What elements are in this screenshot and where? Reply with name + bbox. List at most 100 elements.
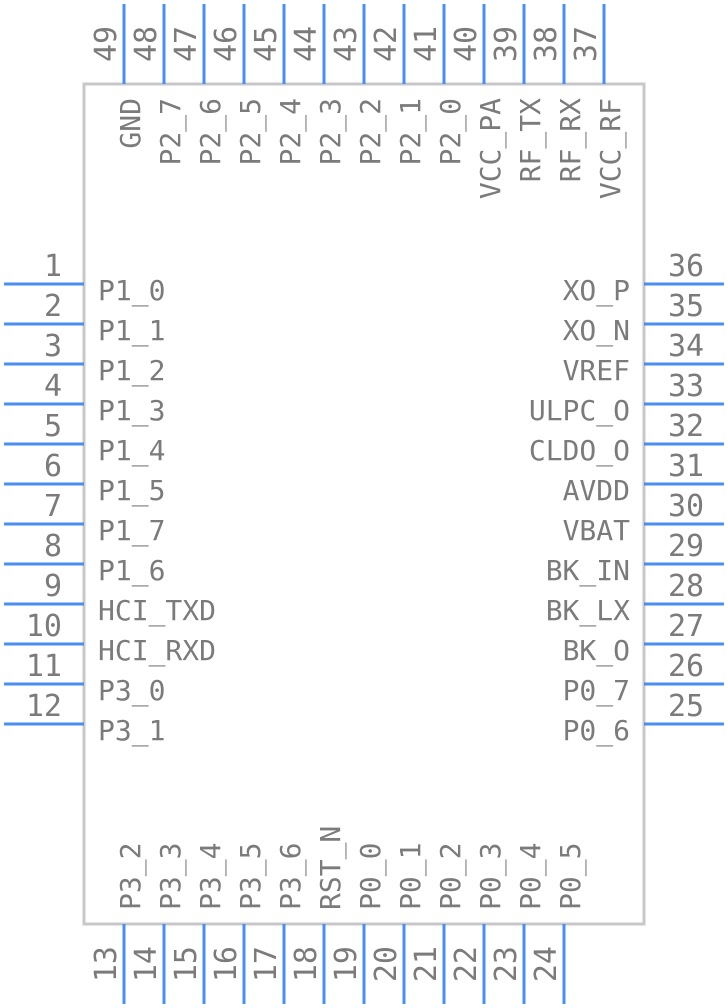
pin-number-31: 31	[668, 449, 704, 484]
pin-label-32: CLDO_O	[529, 434, 630, 468]
ic-body-outline	[82, 82, 646, 926]
pin-number-16: 16	[209, 946, 244, 982]
pin-number-10: 10	[26, 609, 62, 644]
pin-number-35: 35	[668, 289, 704, 324]
pin-label-46: P2_5	[234, 98, 268, 165]
pin-label-1: P1_0	[98, 274, 165, 308]
pin-number-36: 36	[668, 249, 704, 284]
pin-label-35: XO_N	[563, 314, 630, 348]
pin-label-17: P3_6	[274, 843, 308, 910]
pin-number-4: 4	[44, 369, 62, 404]
pin-label-9: HCI_TXD	[98, 594, 216, 628]
pin-label-39: RF_TX	[514, 98, 548, 182]
pin-label-43: P2_2	[354, 98, 388, 165]
pin-number-49: 49	[89, 26, 124, 62]
pin-label-36: XO_P	[563, 274, 630, 308]
bottom-pin-group: 13 P3_2 14 P3_3 15 P3_4 16 P3_5 17 P3_6 18 RST_N 19 P…	[89, 826, 588, 1004]
pin-number-44: 44	[289, 26, 324, 62]
pin-label-28: BK_LX	[546, 594, 630, 628]
pin-label-23: P0_4	[514, 843, 548, 910]
pin-number-47: 47	[169, 26, 204, 62]
pin-number-34: 34	[668, 329, 704, 364]
pin-number-46: 46	[209, 26, 244, 62]
pin-label-27: BK_O	[563, 634, 630, 668]
pin-number-25: 25	[668, 689, 704, 724]
pin-label-48: P2_7	[154, 98, 188, 165]
pin-label-45: P2_4	[274, 98, 308, 165]
pin-number-3: 3	[44, 329, 62, 364]
pin-label-20: P0_1	[394, 843, 428, 910]
pin-label-10: HCI_RXD	[98, 634, 216, 668]
pin-number-41: 41	[409, 26, 444, 62]
pin-label-3: P1_2	[98, 354, 165, 388]
pin-number-7: 7	[44, 489, 62, 524]
pin-number-29: 29	[668, 529, 704, 564]
pin-label-5: P1_4	[98, 434, 165, 468]
pin-label-40: VCC_PA	[474, 98, 508, 199]
pin-number-21: 21	[409, 946, 444, 982]
pin-number-39: 39	[489, 26, 524, 62]
pin-label-15: P3_4	[194, 843, 228, 910]
pin-label-34: VREF	[563, 354, 630, 387]
pin-number-11: 11	[26, 649, 62, 684]
pin-label-42: P2_1	[394, 98, 428, 165]
pin-number-38: 38	[529, 26, 564, 62]
pin-label-11: P3_0	[98, 674, 165, 708]
pin-label-8: P1_6	[98, 554, 165, 588]
pin-number-30: 30	[668, 489, 704, 524]
pin-label-33: ULPC_O	[529, 394, 630, 428]
pin-number-20: 20	[369, 946, 404, 982]
pin-number-14: 14	[129, 946, 164, 982]
left-pin-group: 1P1_02P1_13P1_24P1_35P1_46P1_57P1_78P1_6…	[4, 249, 216, 748]
pin-label-22: P0_3	[474, 843, 508, 910]
pin-number-13: 13	[89, 946, 124, 982]
pin-label-26: P0_7	[563, 674, 630, 708]
pin-label-13: P3_2	[114, 843, 148, 910]
pin-number-27: 27	[668, 609, 704, 644]
pin-number-17: 17	[249, 946, 284, 982]
pin-label-24: P0_5	[554, 843, 588, 910]
pin-label-25: P0_6	[563, 714, 630, 748]
pin-label-21: P0_2	[434, 843, 468, 910]
pin-number-18: 18	[289, 946, 324, 982]
pin-number-19: 19	[329, 946, 364, 982]
pin-label-2: P1_1	[98, 314, 165, 348]
pin-label-12: P3_1	[98, 714, 165, 748]
pin-label-31: AVDD	[563, 474, 630, 507]
pin-label-18: RST_N	[314, 826, 348, 910]
pin-label-16: P3_5	[234, 843, 268, 910]
pin-label-37: VCC_RF	[594, 98, 628, 199]
pin-number-26: 26	[668, 649, 704, 684]
pin-number-24: 24	[529, 946, 564, 982]
pin-label-19: P0_0	[354, 843, 388, 910]
pin-number-40: 40	[449, 26, 484, 62]
pin-label-41: P2_0	[434, 98, 468, 165]
pin-label-49: GND	[114, 98, 147, 149]
pin-number-23: 23	[489, 946, 524, 982]
pin-number-15: 15	[169, 946, 204, 982]
pin-number-32: 32	[668, 409, 704, 444]
pin-number-42: 42	[369, 26, 404, 62]
pin-number-12: 12	[26, 689, 62, 724]
pin-number-43: 43	[329, 26, 364, 62]
pin-number-9: 9	[44, 569, 62, 604]
pin-label-30: VBAT	[563, 514, 631, 547]
pin-label-38: RF_RX	[554, 98, 588, 182]
pin-label-44: P2_3	[314, 98, 348, 165]
pin-label-47: P2_6	[194, 98, 228, 165]
pin-number-45: 45	[249, 26, 284, 62]
pin-label-6: P1_5	[98, 474, 165, 508]
pin-number-2: 2	[44, 289, 62, 324]
pin-number-6: 6	[44, 449, 62, 484]
pin-label-29: BK_IN	[546, 554, 630, 588]
pin-label-14: P3_3	[154, 843, 188, 910]
pin-label-4: P1_3	[98, 394, 165, 428]
pin-number-22: 22	[449, 946, 484, 982]
pin-number-28: 28	[668, 569, 704, 604]
pin-number-48: 48	[129, 26, 164, 62]
pin-number-33: 33	[668, 369, 704, 404]
pin-label-7: P1_7	[98, 514, 165, 548]
